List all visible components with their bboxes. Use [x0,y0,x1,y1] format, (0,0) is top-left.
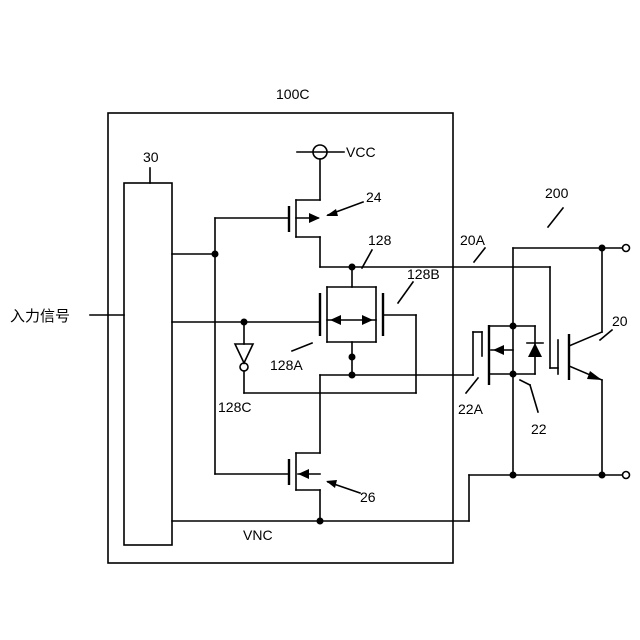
label-inverter-128c: 128C [218,399,251,415]
label-node-20a: 20A [460,232,486,248]
transistor-24 [289,200,320,267]
label-mosfet-22: 22 [531,421,547,437]
label-node-22a: 22A [458,401,484,417]
label-igbt-20: 20 [612,313,628,329]
leader-22-hook [520,380,530,385]
label-vcc: VCC [346,144,376,160]
igbt-20 [558,248,602,475]
label-external-200: 200 [545,185,569,201]
inverter-128c [235,315,416,393]
leader-22 [530,385,538,412]
label-input-signal: 入力信号 [10,307,70,325]
leader-128 [362,250,372,268]
leader-128a [292,343,312,351]
controller-block-30 [124,183,172,545]
label-switch-128b: 128B [407,266,440,282]
mosfet-22 [482,248,513,475]
leader-22a [466,378,478,393]
label-transistor-26: 26 [360,489,376,505]
label-switch-128a: 128A [270,357,303,373]
label-module: 100C [276,86,309,102]
transistor-26 [289,453,320,521]
label-vnc: VNC [243,527,273,543]
label-controller: 30 [143,149,159,165]
terminal-bottom [623,472,630,479]
leader-200 [548,208,563,227]
label-switch-128: 128 [368,232,392,248]
junction-gate [212,251,219,258]
leader-20a [474,248,485,262]
junction-vnc [317,518,324,525]
terminal-top [623,245,630,252]
diode [513,326,543,374]
leader-128b [398,282,413,303]
junction-128-mid [349,354,356,361]
module-100c-box [108,113,453,563]
label-transistor-24: 24 [366,189,382,205]
